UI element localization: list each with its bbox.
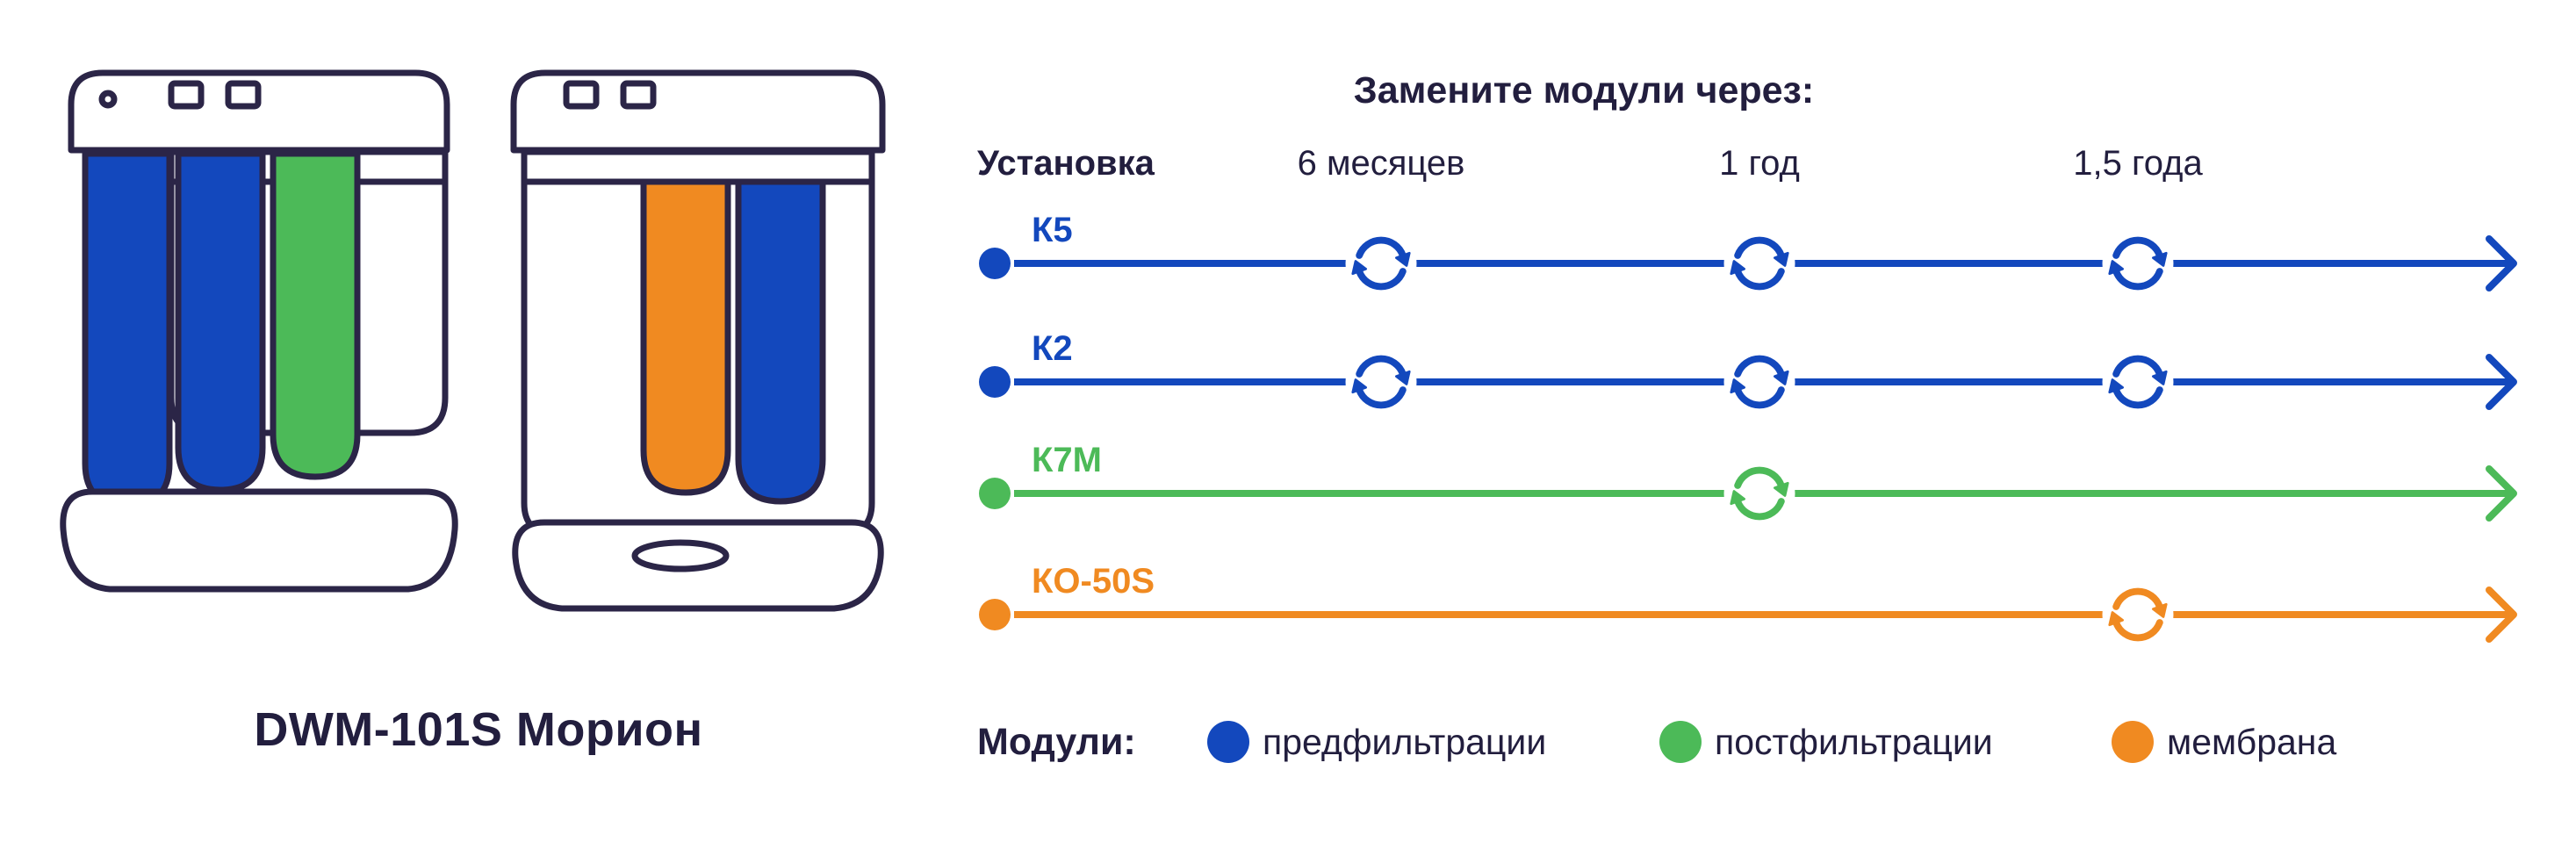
column-label-1-5-years: 1,5 года (2073, 144, 2203, 183)
cartridge-orange (640, 178, 731, 496)
legend-label-membrane: мембрана (2167, 722, 2337, 762)
row-label-k7m: К7М (1032, 441, 1102, 479)
refresh-icon (1342, 225, 1420, 302)
row-label-k5: К5 (1032, 211, 1073, 249)
cartridge-blue-2 (175, 150, 266, 493)
unit-b-lid (510, 69, 886, 154)
legend-dot-orange (2112, 721, 2154, 763)
refresh-icon (1721, 225, 1798, 302)
legend-label-prefiltration: предфильтрации (1263, 722, 1547, 762)
cartridge-blue-1 (82, 150, 173, 509)
legend-title: Модули: (977, 721, 1136, 763)
timeline-row-k5: К5 (977, 212, 2549, 302)
refresh-icon (2099, 576, 2177, 653)
refresh-icon (2099, 225, 2177, 302)
legend-dot-green (1659, 721, 1702, 763)
arrowhead-icon (2486, 587, 2517, 643)
timeline-title: Замените модули через: (1353, 69, 1815, 112)
column-label-1-year: 1 год (1719, 144, 1800, 183)
timeline-row-ko-50s: КО-50S (977, 564, 2549, 653)
unit-a-lid (68, 69, 450, 154)
cartridge-blue-3 (735, 178, 826, 505)
timeline-row-k7m: К7М (977, 443, 2549, 532)
legend-dot-blue (1207, 721, 1249, 763)
lid-clip-icon (225, 80, 262, 110)
row-label-k2: К2 (1032, 329, 1073, 368)
arrowhead-icon (2486, 465, 2517, 522)
arrowhead-icon (2486, 354, 2517, 410)
start-dot (979, 599, 1011, 630)
timeline-arrow-line (979, 587, 2517, 643)
refresh-icon (1342, 343, 1420, 421)
row-label-ko-50s: КО-50S (1032, 562, 1155, 601)
lid-clip-icon (168, 80, 205, 110)
start-dot (979, 478, 1011, 509)
refresh-icon (1721, 343, 1798, 421)
legend: Модули: предфильтрации постфильтрации ме… (977, 714, 2549, 770)
device-caption: DWM-101S Морион (254, 703, 703, 756)
lid-clip-icon (620, 80, 657, 110)
unit-a-base (60, 488, 458, 593)
column-label-6-months: 6 месяцев (1297, 144, 1465, 183)
refresh-icon (1721, 455, 1798, 532)
timeline-row-k2: К2 (977, 331, 2549, 421)
replacement-timeline: Замените модули через: Установка 6 месяц… (977, 70, 2549, 685)
legend-label-postfiltration: постфильтрации (1715, 722, 1993, 762)
start-dot (979, 248, 1011, 279)
refresh-icon (2099, 343, 2177, 421)
lid-hole-icon (98, 90, 118, 109)
cartridge-green (270, 150, 361, 480)
arrowhead-icon (2486, 235, 2517, 291)
device-illustration (60, 69, 886, 612)
base-recess-icon (631, 539, 730, 572)
lid-clip-icon (563, 80, 600, 110)
install-label: Установка (977, 144, 1155, 183)
start-dot (979, 366, 1011, 398)
